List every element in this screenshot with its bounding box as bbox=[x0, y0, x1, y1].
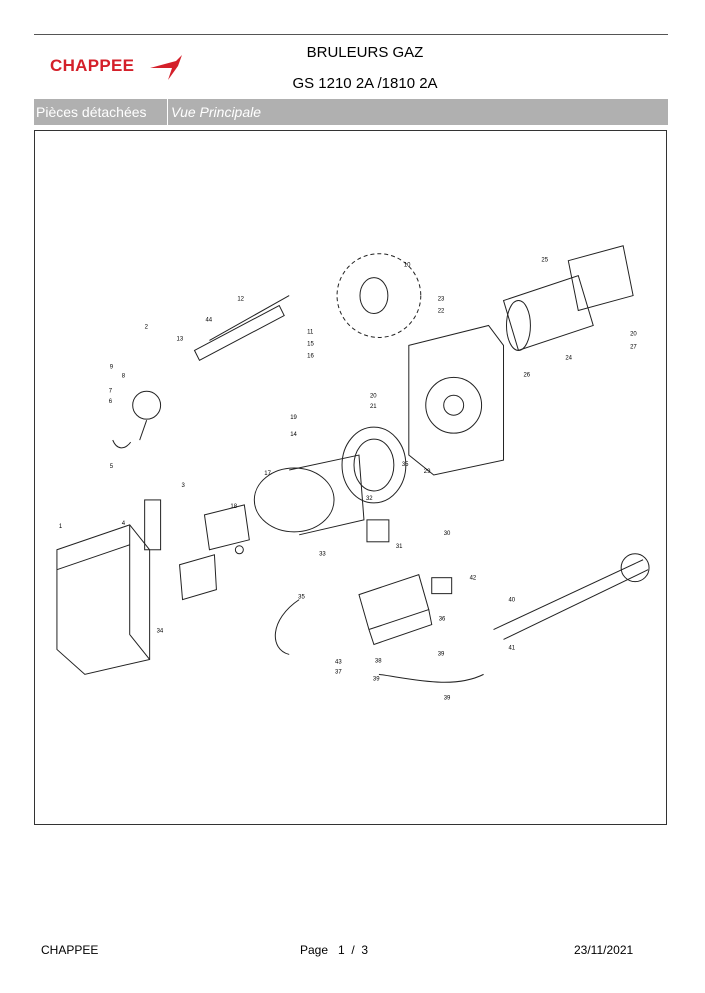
part-label-40: 40 bbox=[508, 598, 515, 604]
part-label-20b: 20 bbox=[630, 331, 637, 337]
page-separator: / bbox=[351, 943, 355, 957]
part-label-4: 4 bbox=[122, 521, 126, 527]
part-label-3: 3 bbox=[182, 483, 186, 489]
header-rule bbox=[34, 34, 668, 35]
part-label-9: 9 bbox=[110, 364, 114, 370]
part-label-24: 24 bbox=[565, 355, 572, 361]
part-label-25: 25 bbox=[541, 258, 548, 264]
exploded-view-frame: 1 2 3 4 5 6 7 8 9 10 11 12 13 14 15 16 1… bbox=[34, 130, 667, 825]
page-subtitle: GS 1210 2A /1810 2A bbox=[292, 75, 438, 92]
part-label-26: 26 bbox=[523, 372, 530, 378]
page-total: 3 bbox=[361, 943, 369, 957]
page-title: BRULEURS GAZ bbox=[306, 44, 424, 61]
footer-page: Page 1 / 3 bbox=[300, 943, 368, 957]
part-label-42: 42 bbox=[470, 576, 477, 582]
part-label-41: 41 bbox=[508, 645, 515, 651]
part-labels: 1 2 3 4 5 6 7 8 9 10 11 12 13 14 15 16 1… bbox=[59, 258, 638, 702]
part-label-12: 12 bbox=[237, 297, 244, 303]
part-label-36: 36 bbox=[439, 617, 446, 623]
logo-text: CHAPPEE bbox=[50, 56, 135, 75]
part-label-44: 44 bbox=[205, 317, 212, 323]
part-label-19: 19 bbox=[290, 415, 297, 421]
part-label-39: 39 bbox=[438, 651, 445, 657]
page-label: Page bbox=[300, 943, 329, 957]
part-label-7: 7 bbox=[109, 388, 113, 394]
footer-brand: CHAPPEE bbox=[41, 943, 99, 957]
part-label-10: 10 bbox=[404, 263, 411, 269]
part-label-27: 27 bbox=[630, 344, 637, 350]
part-label-13: 13 bbox=[177, 336, 184, 342]
tab-spare-parts[interactable]: Pièces détachées bbox=[34, 99, 168, 125]
page-current: 1 bbox=[338, 943, 345, 957]
part-label-20: 20 bbox=[370, 393, 377, 399]
part-label-38: 38 bbox=[375, 658, 382, 664]
chappee-logo: CHAPPEE bbox=[50, 52, 190, 84]
part-label-35: 35 bbox=[402, 462, 409, 468]
section-bar: Pièces détachées Vue Principale bbox=[34, 99, 668, 125]
part-label-17: 17 bbox=[264, 471, 271, 477]
part-label-6: 6 bbox=[109, 399, 113, 405]
part-label-23: 23 bbox=[438, 297, 445, 303]
part-label-30: 30 bbox=[444, 531, 451, 537]
part-label-31: 31 bbox=[396, 544, 403, 550]
tab-main-view[interactable]: Vue Principale bbox=[171, 104, 262, 120]
part-label-5: 5 bbox=[110, 464, 114, 470]
part-label-32: 32 bbox=[366, 496, 373, 502]
part-label-16: 16 bbox=[307, 353, 314, 359]
part-label-39b: 39 bbox=[373, 676, 380, 682]
part-label-33: 33 bbox=[319, 552, 326, 558]
part-label-14: 14 bbox=[290, 432, 297, 438]
part-label-18: 18 bbox=[230, 504, 237, 510]
exploded-view-diagram: 1 2 3 4 5 6 7 8 9 10 11 12 13 14 15 16 1… bbox=[56, 245, 650, 702]
part-label-21: 21 bbox=[370, 404, 377, 410]
part-label-15: 15 bbox=[307, 341, 314, 347]
part-label-8: 8 bbox=[122, 373, 126, 379]
part-label-2: 2 bbox=[145, 324, 149, 330]
part-label-29: 29 bbox=[424, 469, 431, 475]
part-label-43: 43 bbox=[335, 659, 342, 665]
part-label-35b: 35 bbox=[298, 595, 305, 601]
part-label-37: 37 bbox=[335, 669, 342, 675]
part-label-22: 22 bbox=[438, 309, 445, 315]
part-label-34: 34 bbox=[157, 629, 164, 635]
footer-date: 23/11/2021 bbox=[574, 943, 634, 957]
part-label-11: 11 bbox=[307, 329, 314, 335]
part-label-1: 1 bbox=[59, 524, 63, 530]
part-label-39c: 39 bbox=[444, 695, 451, 701]
logo-wing-icon bbox=[150, 55, 182, 80]
